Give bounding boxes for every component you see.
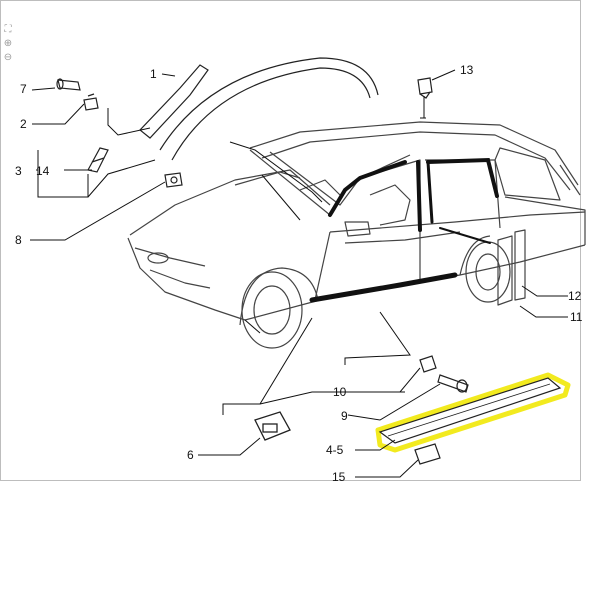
callout-3: 3: [15, 164, 22, 178]
callout-13: 13: [460, 63, 474, 77]
callout-15: 15: [332, 470, 346, 484]
diagram-border: [0, 0, 581, 481]
part-8-clip: [164, 172, 183, 188]
part-1-roof-moulding: [139, 57, 379, 161]
part-4-5-sill-moulding: [375, 372, 571, 453]
trim-strips: [309, 157, 499, 303]
part-15-clip: [414, 443, 441, 465]
zoom-out-icon[interactable]: ⊖: [3, 52, 13, 63]
callout-11: 11: [570, 310, 583, 324]
part-10-clip: [419, 355, 437, 373]
part-6-grommet: [254, 411, 291, 441]
callout-12: 12: [568, 289, 582, 303]
viewer-toolbar: ⛶ ⊕ ⊖: [2, 24, 16, 64]
callout-labels: 1 7 2 3 14 8 13 12 11 10 9 6 4-5 15: [15, 63, 583, 484]
part-2-clip: [83, 93, 99, 111]
part-7-screw: [56, 78, 81, 91]
callout-14: 14: [36, 164, 50, 178]
leader-lines: [30, 69, 568, 478]
sill-highlight: [375, 372, 571, 453]
part-14-bracket: [87, 147, 109, 173]
callout-9: 9: [341, 409, 348, 423]
callout-1: 1: [150, 67, 157, 81]
callout-2: 2: [20, 117, 27, 131]
callout-8: 8: [15, 233, 22, 247]
expand-icon[interactable]: ⛶: [4, 24, 12, 35]
zoom-in-icon[interactable]: ⊕: [3, 38, 13, 49]
callout-10: 10: [333, 385, 347, 399]
callout-7: 7: [20, 82, 27, 96]
callout-4-5: 4-5: [326, 443, 344, 457]
callout-6: 6: [187, 448, 194, 462]
car-body: [127, 121, 586, 349]
part-9-screw: [437, 374, 469, 393]
part-13-clip: [417, 77, 433, 99]
